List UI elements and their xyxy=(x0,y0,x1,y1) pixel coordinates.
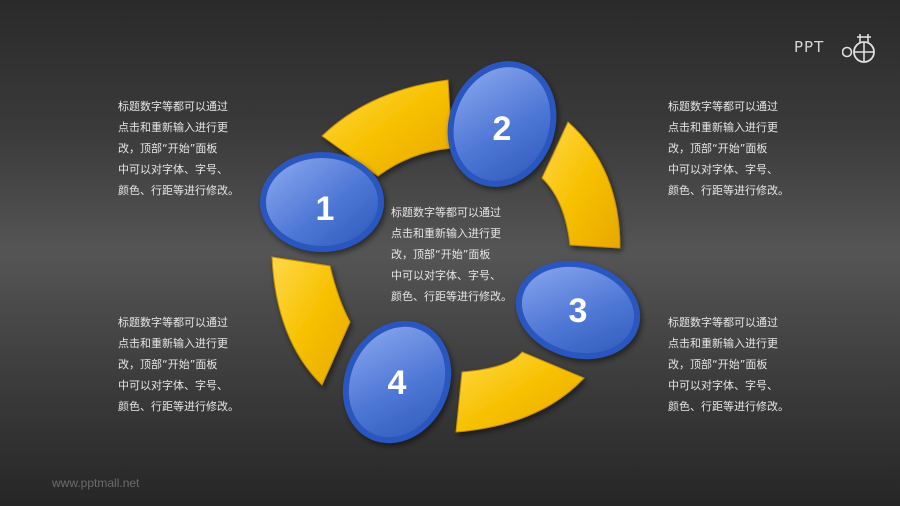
footer-url: www.pptmall.net xyxy=(52,476,140,490)
text-line: 点击和重新输入进行更 xyxy=(118,121,228,134)
text-block-bottom-left: 标题数字等都可以通过 点击和重新输入进行更 改，顶部“开始”面板 中可以对字体、… xyxy=(118,312,248,417)
text-line: 标题数字等都可以通过 xyxy=(118,100,228,113)
text-line: 颜色、行距等进行修改。 xyxy=(118,184,239,197)
text-line: 点击和重新输入进行更 xyxy=(118,337,228,350)
text-line: 标题数字等都可以通过 xyxy=(118,316,228,329)
text-line: 标题数字等都可以通过 xyxy=(391,206,501,219)
step-number: 3 xyxy=(569,292,588,330)
text-line: 改，顶部“开始”面板 xyxy=(391,248,491,261)
text-line: 改，顶部“开始”面板 xyxy=(118,142,218,155)
brand-logo: PPT xyxy=(794,30,875,66)
text-line: 颜色、行距等进行修改。 xyxy=(668,184,789,197)
arc-segment-top xyxy=(321,79,453,177)
text-line: 颜色、行距等进行修改。 xyxy=(668,400,789,413)
text-block-bottom-right: 标题数字等都可以通过 点击和重新输入进行更 改，顶部“开始”面板 中可以对字体、… xyxy=(668,312,798,417)
text-line: 点击和重新输入进行更 xyxy=(668,121,778,134)
text-line: 颜色、行距等进行修改。 xyxy=(118,400,239,413)
text-line: 中可以对字体、字号、 xyxy=(118,379,228,392)
text-line: 中可以对字体、字号、 xyxy=(668,379,778,392)
arc-segment-left xyxy=(271,256,351,386)
text-line: 点击和重新输入进行更 xyxy=(668,337,778,350)
text-line: 颜色、行距等进行修改。 xyxy=(391,290,512,303)
text-line: 中可以对字体、字号、 xyxy=(118,163,228,176)
step-1: 1 xyxy=(260,152,384,252)
step-2: 2 xyxy=(447,61,557,187)
step-4: 4 xyxy=(342,320,452,444)
arc-segment-right xyxy=(541,121,621,249)
text-line: 改，顶部“开始”面板 xyxy=(668,142,768,155)
step-number: 2 xyxy=(493,110,512,148)
text-block-top-right: 标题数字等都可以通过 点击和重新输入进行更 改，顶部“开始”面板 中可以对字体、… xyxy=(668,96,798,201)
text-line: 改，顶部“开始”面板 xyxy=(668,358,768,371)
text-line: 改，顶部“开始”面板 xyxy=(118,358,218,371)
text-line: 中可以对字体、字号、 xyxy=(391,269,501,282)
text-line: 标题数字等都可以通过 xyxy=(668,316,778,329)
text-line: 中可以对字体、字号、 xyxy=(668,163,778,176)
text-line: 点击和重新输入进行更 xyxy=(391,227,501,240)
step-3: 3 xyxy=(515,260,641,360)
step-number: 1 xyxy=(316,190,335,228)
text-line: 标题数字等都可以通过 xyxy=(668,100,778,113)
step-number: 4 xyxy=(388,364,407,402)
arc-segment-bottom xyxy=(455,351,585,433)
text-block-center: 标题数字等都可以通过 点击和重新输入进行更 改，顶部“开始”面板 中可以对字体、… xyxy=(391,202,521,307)
text-block-top-left: 标题数字等都可以通过 点击和重新输入进行更 改，顶部“开始”面板 中可以对字体、… xyxy=(118,96,248,201)
o-circle-cross-icon xyxy=(842,34,875,63)
logo-text: PPT xyxy=(794,38,825,56)
